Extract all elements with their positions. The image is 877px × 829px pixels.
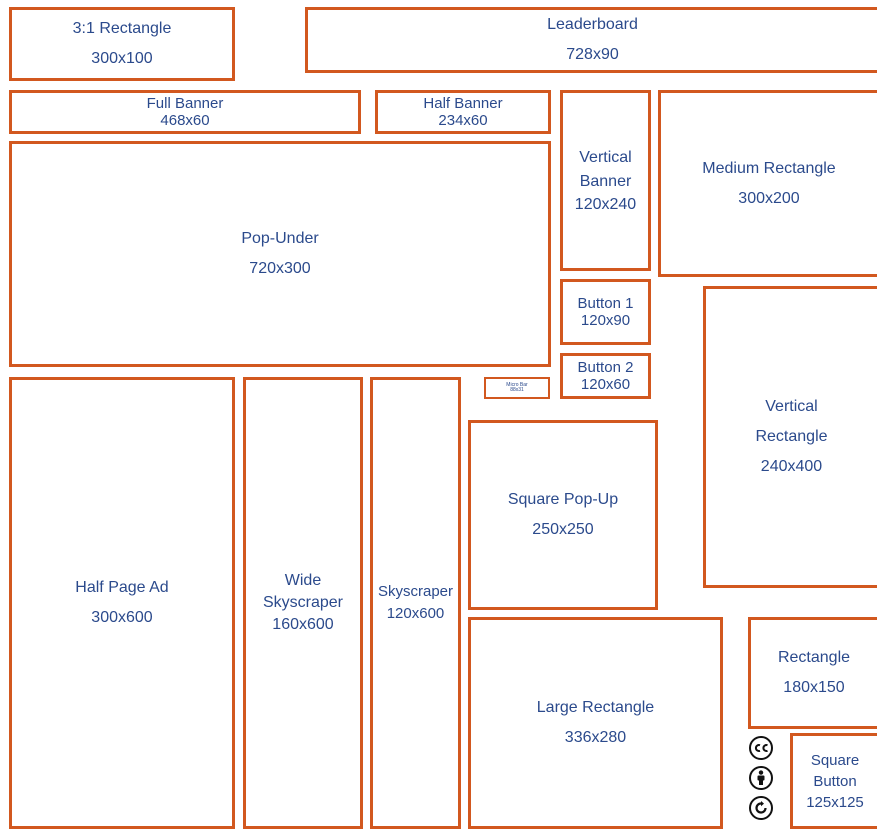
ad-dimensions: 120x600	[386, 605, 445, 622]
ad-box-square-button: Square Button 125x125	[790, 733, 877, 829]
ad-name: Vertical Rectangle	[755, 398, 828, 445]
ad-name: Leaderboard	[547, 16, 638, 33]
ad-box-full-banner: Full Banner 468x60	[9, 90, 361, 134]
ad-name: Vertical Banner	[579, 148, 632, 190]
ad-name: Full Banner	[146, 95, 224, 112]
attribution-icon	[749, 766, 773, 790]
ad-box-leaderboard: Leaderboard 728x90	[305, 7, 877, 73]
ad-dimensions: 336x280	[564, 729, 627, 746]
ad-name: 3:1 Rectangle	[72, 20, 172, 37]
ad-dimensions: 234x60	[438, 112, 488, 129]
ad-box-micro-bar: Micro Bar 88x31	[484, 377, 550, 399]
ad-dimensions: 160x600	[272, 616, 334, 633]
ad-dimensions: 300x600	[91, 609, 153, 626]
ad-box-square-pop-up: Square Pop-Up 250x250	[468, 420, 658, 610]
ad-dimensions: 125x125	[806, 793, 864, 811]
ad-box-skyscraper: Skyscraper 120x600	[370, 377, 461, 829]
ad-name: Half Banner	[423, 95, 503, 112]
ad-box-rectangle: Rectangle 180x150	[748, 617, 877, 729]
ad-dimensions: 120x90	[580, 312, 631, 329]
ad-box-3-1-rectangle: 3:1 Rectangle 300x100	[9, 7, 235, 81]
ad-name: Medium Rectangle	[702, 159, 836, 177]
ad-dimensions: 240x400	[760, 458, 823, 475]
ad-box-medium-rectangle: Medium Rectangle 300x200	[658, 90, 877, 277]
ad-box-vertical-rectangle: Vertical Rectangle 240x400	[703, 286, 877, 588]
ad-dimensions: 720x300	[249, 260, 311, 277]
ad-dimensions: 180x150	[783, 679, 845, 696]
license-icons	[747, 736, 775, 826]
ad-box-wide-skyscraper: Wide Skyscraper 160x600	[243, 377, 363, 829]
ad-box-large-rectangle: Large Rectangle 336x280	[468, 617, 723, 829]
ad-dimensions: 728x90	[566, 46, 619, 63]
ad-name: Skyscraper	[377, 583, 454, 600]
ad-box-pop-under: Pop-Under 720x300	[9, 141, 551, 367]
ad-name: Micro Bar	[506, 382, 528, 388]
share-alike-icon	[749, 796, 773, 820]
ad-name: Wide Skyscraper	[262, 572, 344, 611]
ad-dimensions: 88x31	[510, 387, 524, 393]
ad-dimensions: 300x200	[738, 189, 800, 207]
ad-dimensions: 120x240	[574, 195, 637, 213]
ad-name: Rectangle	[777, 649, 851, 666]
ad-name: Large Rectangle	[536, 699, 655, 716]
ad-dimensions: 120x60	[580, 376, 631, 393]
ad-box-half-page-ad: Half Page Ad 300x600	[9, 377, 235, 829]
ad-box-half-banner: Half Banner 234x60	[375, 90, 551, 134]
ad-name: Square Button	[810, 751, 860, 790]
ad-box-vertical-banner: Vertical Banner 120x240	[560, 90, 651, 271]
ad-name: Half Page Ad	[75, 579, 169, 596]
ad-box-button-2: Button 2 120x60	[560, 353, 651, 399]
ad-dimensions: 468x60	[160, 112, 210, 129]
ad-name: Button 2	[577, 359, 634, 376]
ad-name: Pop-Under	[241, 230, 319, 247]
ad-dimensions: 300x100	[91, 50, 153, 67]
ad-name: Button 1	[577, 295, 634, 312]
ad-box-button-1: Button 1 120x90	[560, 279, 651, 345]
ad-name: Square Pop-Up	[507, 491, 619, 508]
ad-dimensions: 250x250	[532, 521, 594, 538]
cc-icon	[749, 736, 773, 760]
